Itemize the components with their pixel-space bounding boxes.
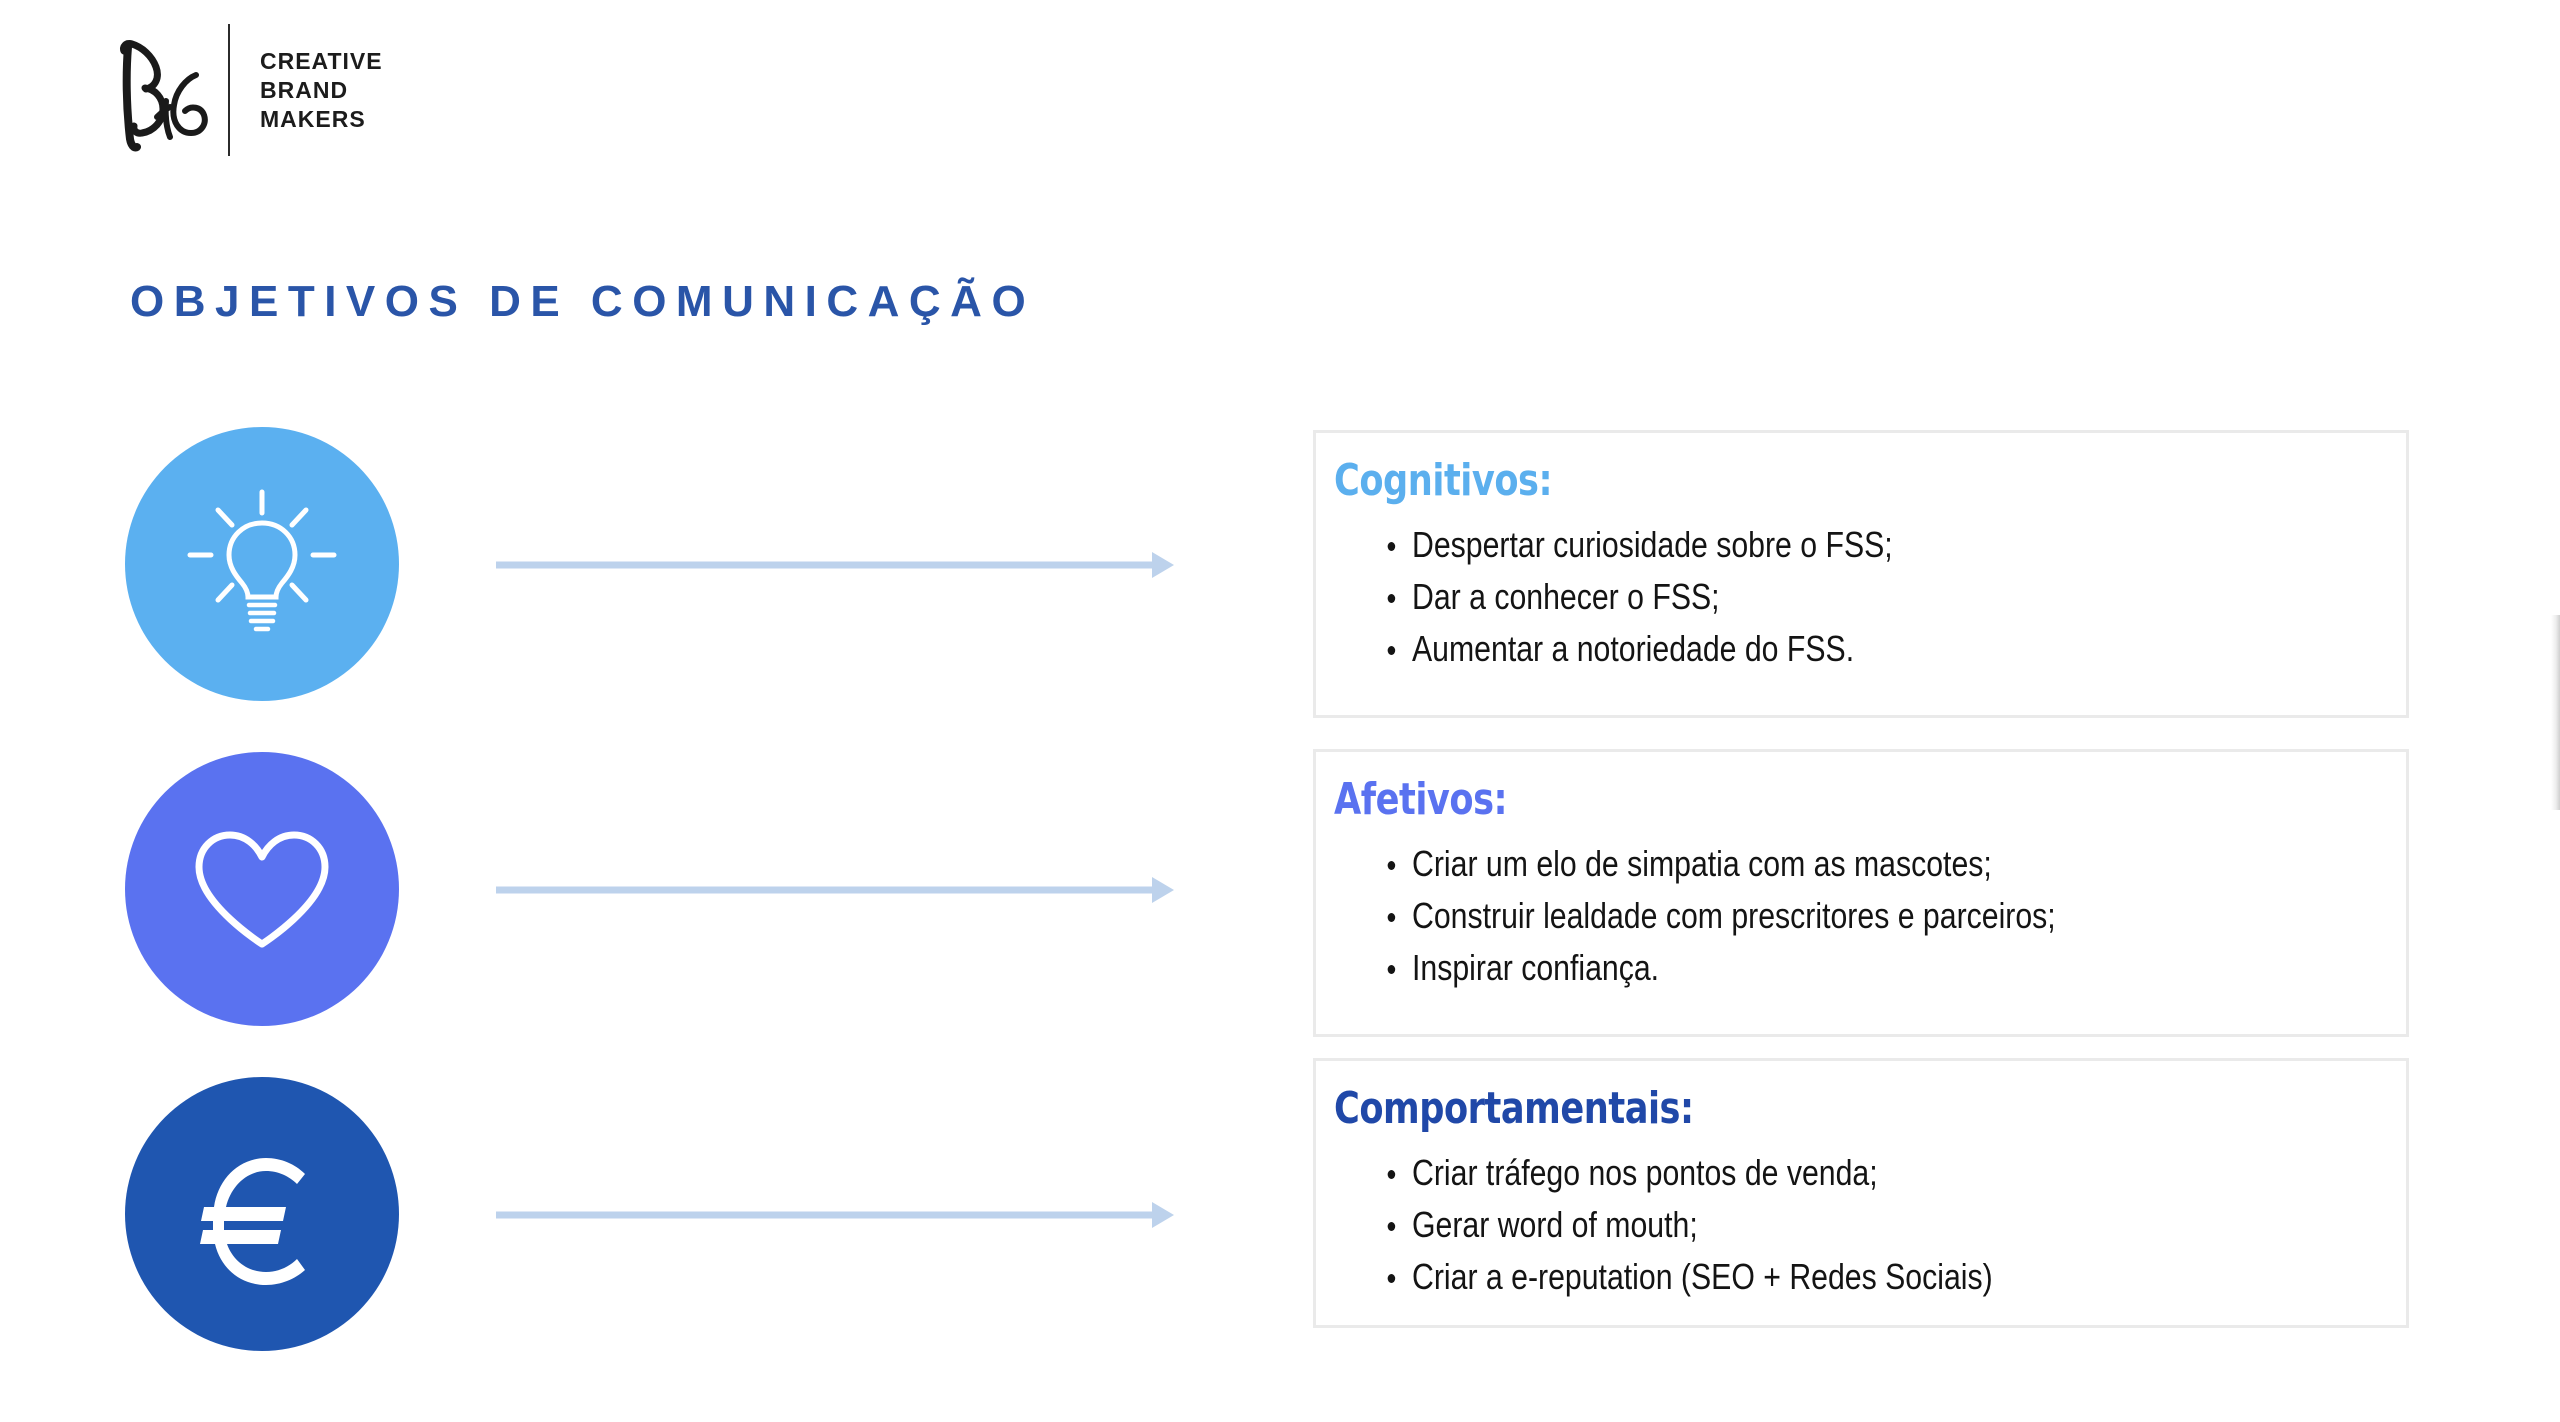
list-item: Despertar curiosidade sobre o FSS; xyxy=(1387,519,2247,571)
tagline-line-3: MAKERS xyxy=(260,106,366,133)
box-heading-cognitivos: Cognitivos: xyxy=(1334,455,1553,506)
box-heading-comportamentais: Comportamentais: xyxy=(1334,1083,1694,1134)
bullet-list-afetivos: Criar um elo de simpatia com as mascotes… xyxy=(1316,838,2406,994)
lightbulb-icon xyxy=(187,489,337,632)
connector-arrow-2 xyxy=(496,870,1176,910)
objective-row-afetivos xyxy=(0,730,2560,1030)
list-item: Criar um elo de simpatia com as mascotes… xyxy=(1387,838,2247,890)
euro-icon xyxy=(200,1158,305,1285)
page-title: OBJETIVOS DE COMUNICAÇÃO xyxy=(130,277,1036,326)
list-item: Inspirar confiança. xyxy=(1387,942,2247,994)
list-item: Criar tráfego nos pontos de venda; xyxy=(1387,1147,2247,1199)
scrollbar-thumb[interactable] xyxy=(2551,615,2560,810)
brand-logo: CREATIVE BRAND MAKERS xyxy=(108,20,383,160)
lightbulb-icon-circle xyxy=(125,427,399,701)
objective-box-afetivos: Afetivos: Criar um elo de simpatia com a… xyxy=(1313,749,2409,1037)
list-item: Gerar word of mouth; xyxy=(1387,1199,2247,1251)
tagline-line-1: CREATIVE xyxy=(260,47,383,74)
objective-box-cognitivos: Cognitivos: Despertar curiosidade sobre … xyxy=(1313,430,2409,718)
list-item: Construir lealdade com prescritores e pa… xyxy=(1387,890,2247,942)
connector-arrow-3 xyxy=(496,1195,1176,1235)
tagline-line-2: BRAND xyxy=(260,76,349,103)
list-item: Aumentar a notoriedade do FSS. xyxy=(1387,623,2247,675)
box-heading-afetivos: Afetivos: xyxy=(1334,774,1508,825)
objective-box-comportamentais: Comportamentais: Criar tráfego nos ponto… xyxy=(1313,1058,2409,1328)
list-item: Criar a e-reputation (SEO + Redes Sociai… xyxy=(1387,1251,2247,1303)
list-item: Dar a conhecer o FSS; xyxy=(1387,571,2247,623)
bullet-list-cognitivos: Despertar curiosidade sobre o FSS; Dar a… xyxy=(1316,519,2406,675)
euro-icon-circle xyxy=(125,1077,399,1351)
brand-tagline: CREATIVE BRAND MAKERS xyxy=(260,47,383,133)
heart-icon-circle xyxy=(125,752,399,1026)
heart-icon xyxy=(195,831,329,948)
objective-row-comportamentais xyxy=(0,1055,2560,1355)
logo-divider xyxy=(228,24,230,156)
bullet-list-comportamentais: Criar tráfego nos pontos de venda; Gerar… xyxy=(1316,1147,2406,1303)
objective-row-cognitivos xyxy=(0,405,2560,705)
b16-monogram-icon xyxy=(120,40,208,152)
connector-arrow-1 xyxy=(496,545,1176,585)
